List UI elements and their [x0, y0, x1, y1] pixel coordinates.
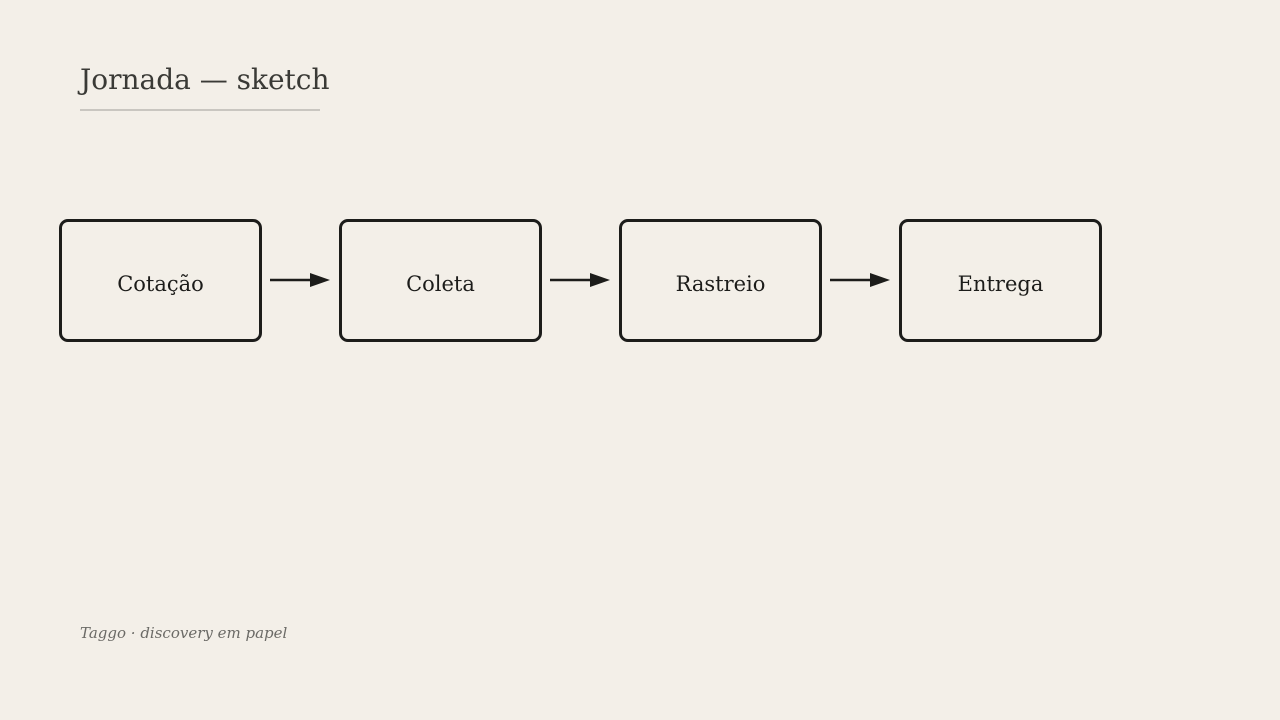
step-label: Entrega — [957, 271, 1044, 296]
footer-caption: Taggo · discovery em papel — [80, 624, 288, 642]
step-box-rastreio[interactable]: Rastreio — [619, 219, 822, 342]
arrow-right-icon — [270, 273, 330, 287]
step-label: Cotação — [117, 271, 204, 296]
arrow-right-icon — [550, 273, 610, 287]
title-underline — [80, 109, 320, 111]
arrow-right-icon — [830, 273, 890, 287]
step-box-coleta[interactable]: Coleta — [339, 219, 542, 342]
step-label: Rastreio — [675, 271, 766, 296]
step-box-entrega[interactable]: Entrega — [899, 219, 1102, 342]
step-label: Coleta — [406, 271, 475, 296]
step-box-cotacao[interactable]: Cotação — [59, 219, 262, 342]
page-title: Jornada — sketch — [80, 63, 330, 96]
